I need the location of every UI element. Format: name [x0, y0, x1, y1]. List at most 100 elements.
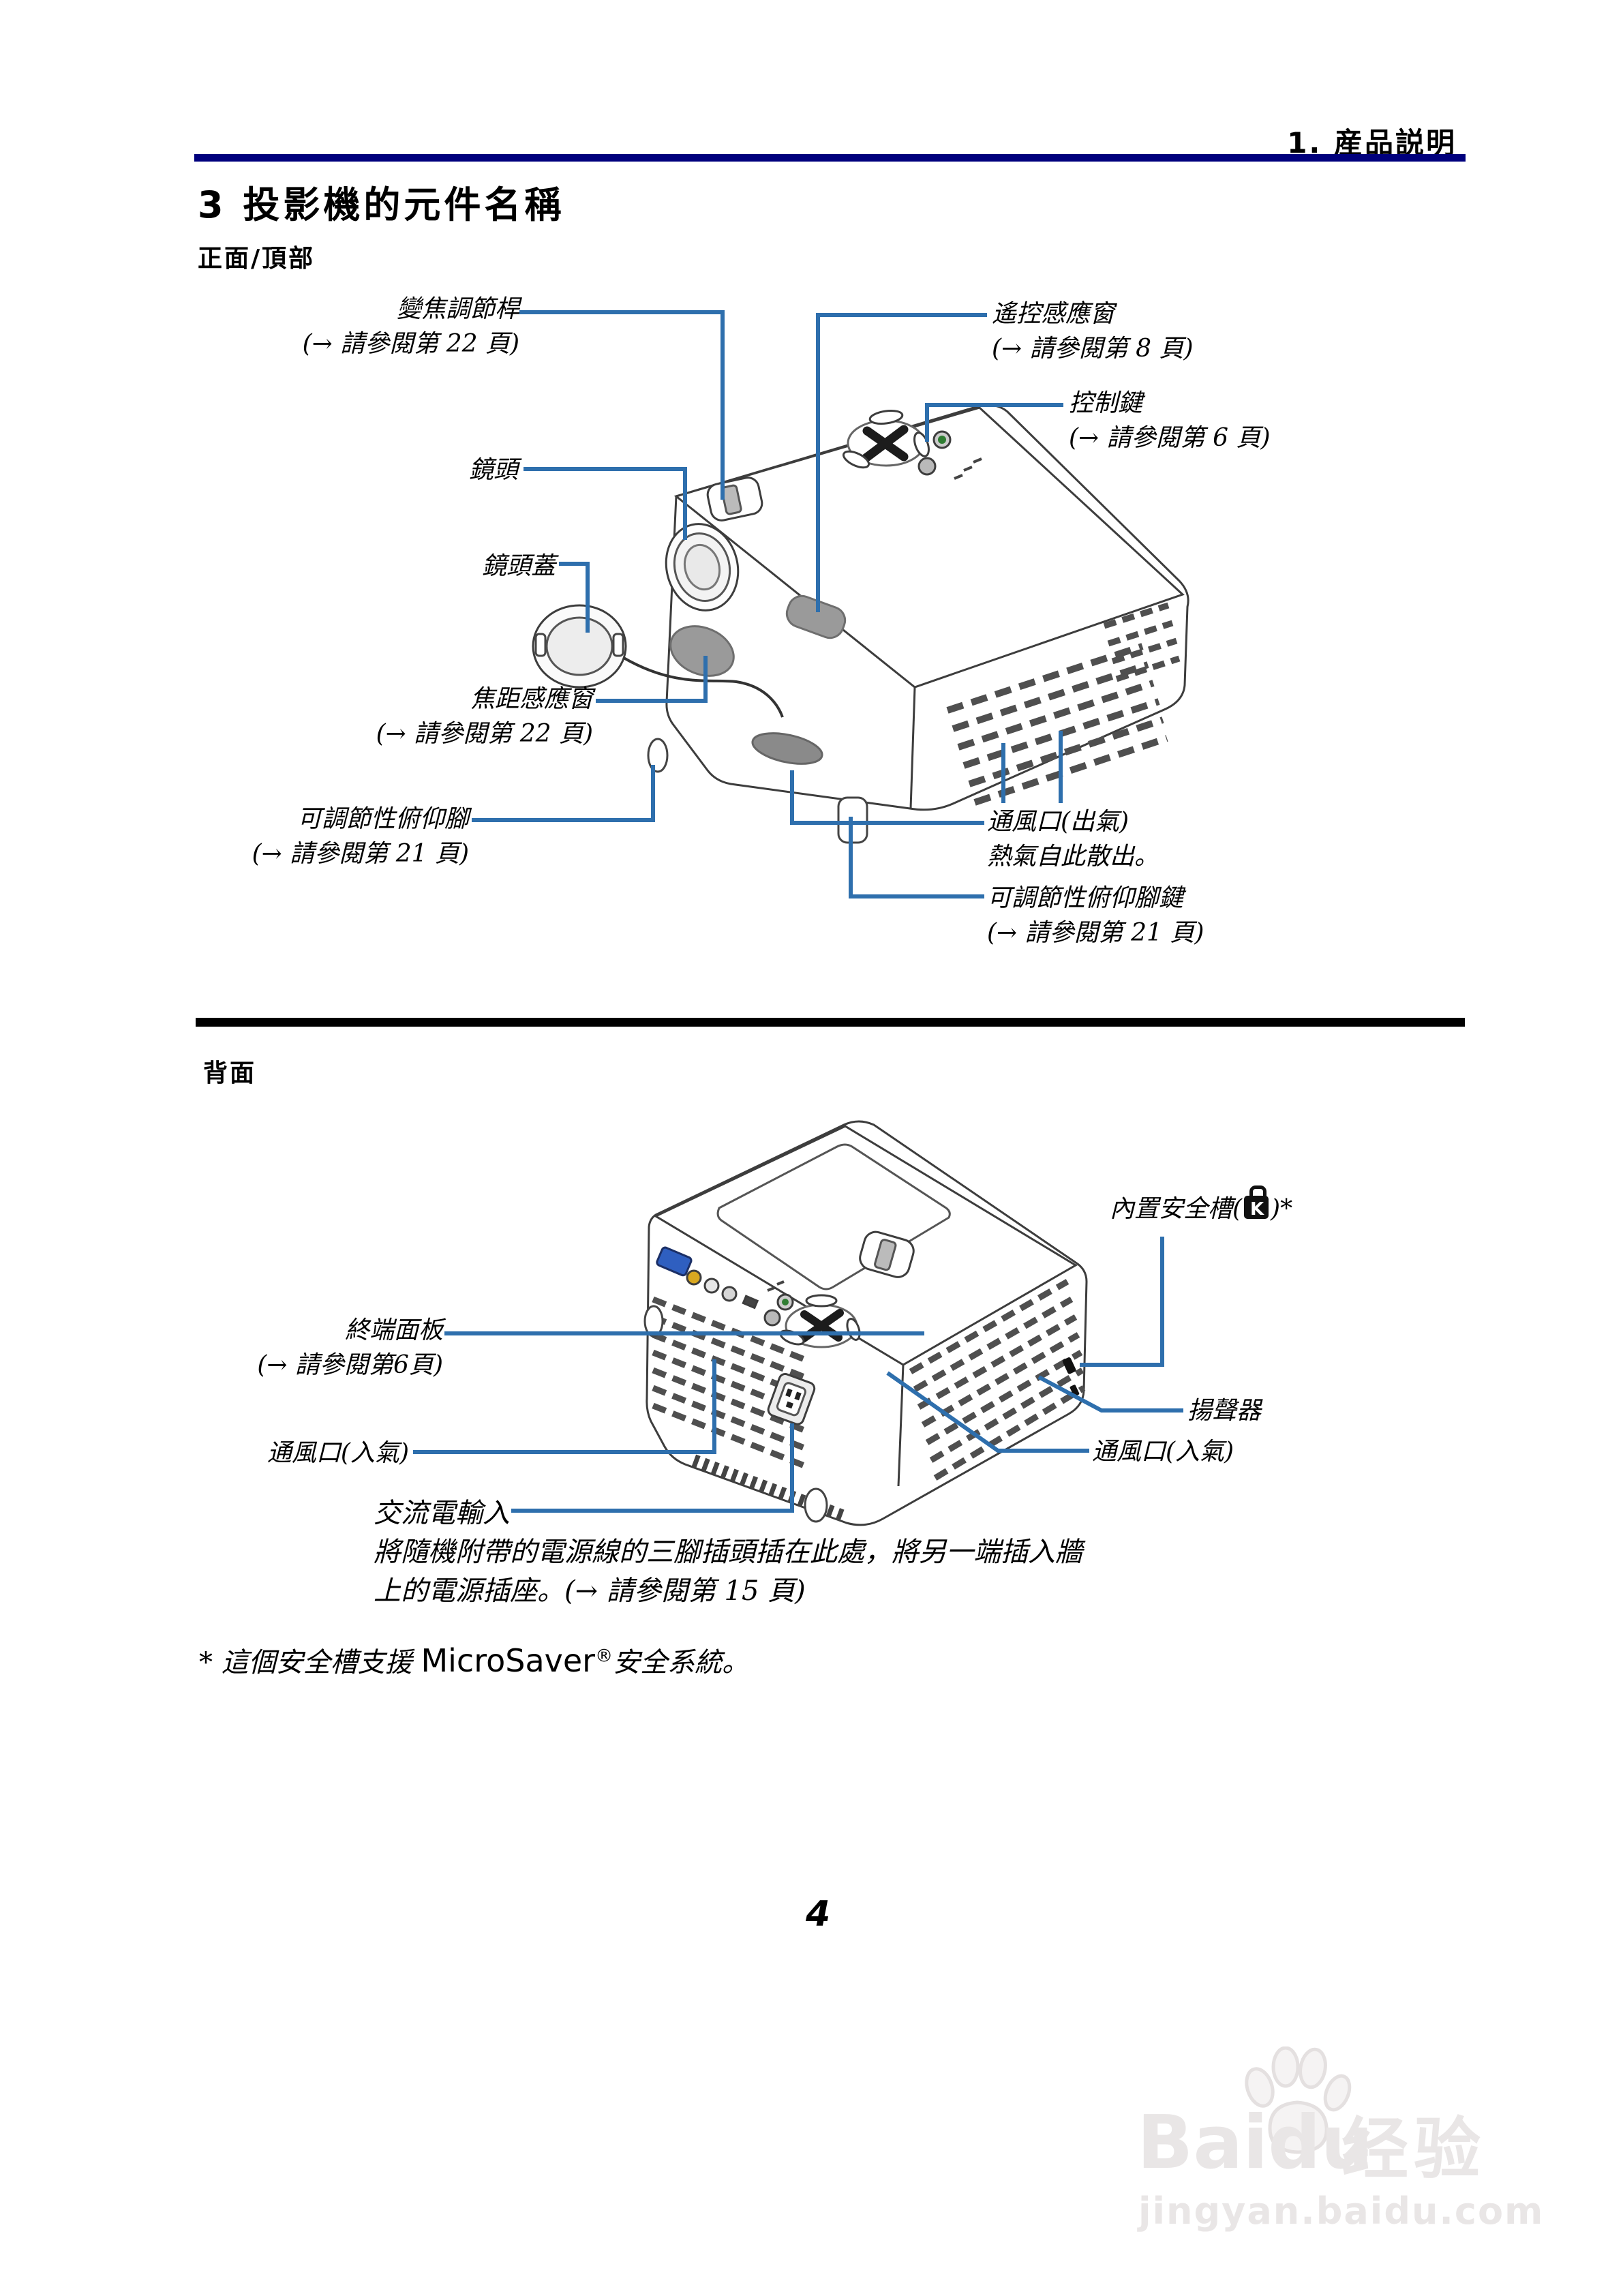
- footnote: * 這個安全槽支援 MicroSaver®安全系統。: [199, 1640, 749, 1680]
- leader-speaker: [1037, 1375, 1183, 1413]
- label-vent-in-left: 通風口(入氣): [267, 1436, 409, 1470]
- label-tilt-foot-button: 可調節性俯仰腳鍵 (→ 請參閱第 21 頁): [987, 881, 1204, 950]
- page-title: 3 投影機的元件名稱: [198, 183, 565, 226]
- rca-connector-yellow: [686, 1269, 702, 1286]
- label-remote-sensor: 遙控感應窗 (→ 請參閱第 8 頁): [992, 297, 1194, 366]
- rca-connector-1: [703, 1278, 720, 1294]
- label-vent-out-name: 通風口(出氣): [987, 808, 1129, 836]
- label-focus-sensor-name: 焦距感應窗: [470, 685, 593, 713]
- label-vent-in-right-name: 通風口(入氣): [1092, 1438, 1234, 1466]
- status-indicators: [954, 457, 982, 480]
- watermark-url: jingyan.baidu.com: [1138, 2190, 1545, 2233]
- label-focus-sensor-ref: (→ 請參閱第 22 頁): [376, 720, 593, 749]
- leader-tilt-foot: [472, 765, 655, 822]
- baidu-watermark: Baidu 经验 jingyan.baidu.com: [1137, 2046, 1546, 2233]
- label-tilt-foot-name: 可調節性俯仰腳: [297, 805, 469, 833]
- projector-rear-drawing: [643, 1120, 1088, 1526]
- rear-foot-front: [804, 1487, 828, 1523]
- label-vent-in-left-name: 通風口(入氣): [267, 1439, 409, 1467]
- label-terminal-panel: 終端面板 (→ 請參閱第6頁): [257, 1313, 443, 1383]
- label-tilt-foot-button-ref: (→ 請參閱第 21 頁): [987, 919, 1204, 948]
- source-button: [917, 457, 937, 476]
- remote-sensor-window: [785, 594, 847, 639]
- leader-remote-sensor: [816, 313, 987, 612]
- label-zoom-lever-ref: (→ 請參閱第 22 頁): [302, 330, 519, 359]
- rear-zoom-lever: [859, 1230, 915, 1278]
- label-lens-cap: 鏡頭蓋: [482, 549, 556, 584]
- leader-lens-cap: [559, 562, 590, 633]
- label-zoom-lever: 變焦調節桿 (→ 請參閱第 22 頁): [303, 292, 519, 361]
- lens-cap: [532, 604, 627, 689]
- ac-inlet: [767, 1373, 816, 1425]
- focus-sensor-window: [669, 625, 735, 677]
- chapter-header: 1. 産品説明: [1287, 126, 1457, 160]
- label-lens-name: 鏡頭: [468, 456, 518, 484]
- label-tilt-foot-button-name: 可調節性俯仰腳鍵: [987, 884, 1184, 912]
- watermark-brand: Baidu: [1137, 2100, 1374, 2186]
- front-tilt-foot: [647, 738, 669, 773]
- label-control-keys: 控制鍵 (→ 請參閱第 6 頁): [1069, 386, 1271, 455]
- terminal-panel: [656, 1246, 759, 1310]
- label-remote-sensor-ref: (→ 請參閱第 8 頁): [992, 335, 1194, 363]
- leader-vent-out-c: [790, 770, 984, 825]
- rear-right-vent-slats: [909, 1279, 1086, 1481]
- rca-connector-2: [721, 1286, 738, 1302]
- label-security-slot-prefix: 內置安全槽(: [1110, 1195, 1243, 1223]
- leader-security-slot: [1080, 1237, 1164, 1367]
- rear-foot-left: [643, 1305, 664, 1338]
- label-speaker-name: 揚聲器: [1187, 1397, 1262, 1425]
- label-lens-cap-name: 鏡頭蓋: [481, 552, 556, 580]
- section-divider: [196, 1018, 1465, 1027]
- label-ac-input-desc2: 上的電源插座。(→ 請參閱第 15 頁): [374, 1575, 806, 1607]
- leader-vent-in-right: [886, 1371, 1089, 1453]
- label-vent-in-right: 通風口(入氣): [1092, 1434, 1234, 1469]
- leader-focus-sensor: [596, 656, 708, 703]
- label-security-slot: 內置安全槽( )*: [1110, 1185, 1293, 1226]
- leader-tilt-foot-button: [849, 817, 984, 898]
- footnote-brand: MicroSaver: [421, 1642, 596, 1679]
- leader-zoom-lever: [519, 310, 725, 500]
- label-tilt-foot-ref: (→ 請參閱第 21 頁): [252, 840, 469, 868]
- lens: [665, 523, 740, 611]
- security-slot: [1062, 1357, 1080, 1397]
- section-heading-rear: 背面: [203, 1059, 257, 1087]
- projector-front-edge: [909, 686, 916, 809]
- label-terminal-panel-name: 終端面板: [344, 1316, 443, 1344]
- label-vent-out: 通風口(出氣) 熱氣自此散出。: [987, 804, 1159, 874]
- leader-lens: [524, 467, 687, 540]
- exhaust-vent-front: [751, 732, 823, 765]
- page-number: 4: [806, 1894, 831, 1935]
- label-security-slot-suffix: )*: [1271, 1195, 1293, 1223]
- leader-control-keys: [925, 403, 1063, 442]
- label-control-keys-ref: (→ 請參閱第 6 頁): [1069, 424, 1271, 453]
- section-heading-front: 正面/頂部: [198, 245, 316, 273]
- control-keys-cluster: [842, 409, 982, 480]
- label-terminal-panel-ref: (→ 請參閱第6頁): [257, 1351, 443, 1380]
- label-remote-sensor-name: 遙控感應窗: [992, 300, 1115, 328]
- label-focus-sensor: 焦距感應窗 (→ 請參閱第 22 頁): [376, 682, 593, 751]
- registered-mark-icon: ®: [595, 1646, 613, 1667]
- label-ac-input-desc1: 將隨機附帶的電源線的三腳插頭插在此處，將另一端插入牆: [374, 1536, 1082, 1568]
- label-vent-out-desc: 熱氣自此散出。: [987, 843, 1159, 871]
- usb-port: [742, 1295, 759, 1310]
- label-zoom-lever-name: 變焦調節桿: [396, 295, 519, 323]
- leader-lines: [413, 310, 1183, 1513]
- footnote-tail: 安全系統。: [613, 1647, 750, 1678]
- baidu-paw-icon: [1245, 2046, 1352, 2154]
- label-tilt-foot: 可調節性俯仰腳 (→ 請參閱第 21 頁): [252, 802, 469, 871]
- label-control-keys-name: 控制鍵: [1069, 389, 1143, 417]
- leader-vent-in-left: [413, 1359, 716, 1454]
- label-speaker: 揚聲器: [1187, 1393, 1261, 1428]
- watermark-brand-cn: 经验: [1341, 2111, 1487, 2188]
- header-rule: [194, 154, 1466, 162]
- projector-front-drawing: [532, 404, 1189, 844]
- label-ac-input: 交流電輸入 將隨機附帶的電源線的三腳插頭插在此處，將另一端插入牆 上的電源插座。…: [374, 1494, 1082, 1610]
- footnote-lead: * 這個安全槽支援: [199, 1647, 421, 1678]
- kensington-lock-icon: [1244, 1185, 1269, 1222]
- right-vent-slats: [1103, 602, 1181, 682]
- lens-cap-cord: [623, 656, 784, 718]
- label-lens: 鏡頭: [469, 453, 518, 487]
- leader-ac-input: [511, 1423, 794, 1513]
